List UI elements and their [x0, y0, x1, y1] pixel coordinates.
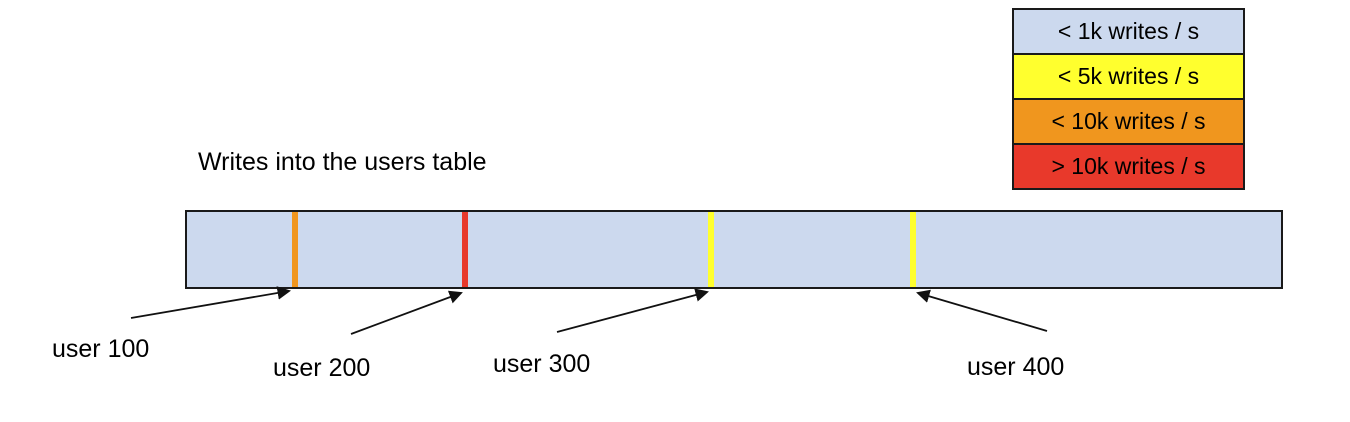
legend: < 1k writes / s < 5k writes / s < 10k wr…: [1012, 8, 1245, 190]
user-label-400: user 400: [967, 353, 1065, 381]
hotspot-stripe-user-400: [910, 212, 917, 287]
user-label-200: user 200: [273, 354, 371, 382]
legend-item-gt-10k: > 10k writes / s: [1012, 143, 1245, 190]
hotspot-stripe-user-300: [708, 212, 715, 287]
diagram-title: Writes into the users table: [198, 148, 487, 176]
legend-item-lt-10k: < 10k writes / s: [1012, 98, 1245, 145]
arrow-user-200: [350, 290, 463, 335]
hotspot-stripe-user-100: [292, 212, 299, 287]
user-label-100: user 100: [52, 335, 150, 363]
arrow-user-100: [130, 286, 291, 319]
user-label-300: user 300: [493, 350, 591, 378]
legend-item-lt-1k: < 1k writes / s: [1012, 8, 1245, 55]
legend-item-lt-5k: < 5k writes / s: [1012, 53, 1245, 100]
arrow-user-300: [556, 288, 709, 333]
arrow-user-400: [916, 289, 1048, 332]
hotspot-stripe-user-200: [461, 212, 468, 287]
users-table-bar: [185, 210, 1283, 289]
